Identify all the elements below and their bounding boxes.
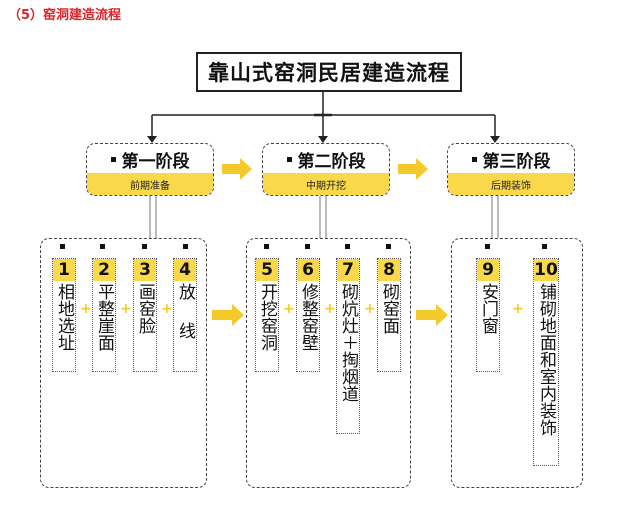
step-2: 2 平整崖面 xyxy=(92,258,116,372)
stage-box-2: 第二阶段 中期开挖 xyxy=(262,143,390,196)
step-number: 6 xyxy=(297,259,319,281)
stage-arrows xyxy=(212,158,448,326)
step-text: 画窑脸 xyxy=(135,283,155,334)
diagram-title: 靠山式窑洞民居建造流程 xyxy=(196,52,462,92)
step-4: 4 放线 xyxy=(173,258,197,372)
step-number: 1 xyxy=(53,259,75,281)
section-heading: （5）窑洞建造流程 xyxy=(8,8,122,23)
bullet-icon xyxy=(264,244,269,249)
plus-icon: + xyxy=(283,301,295,317)
step-number: 9 xyxy=(477,259,499,281)
bullet-icon xyxy=(485,244,490,249)
bullet-icon xyxy=(60,244,65,249)
step-number: 3 xyxy=(134,259,156,281)
bullet-icon xyxy=(386,244,391,249)
step-8: 8 砌窑面 xyxy=(377,258,401,372)
stage-box-1: 第一阶段 前期准备 xyxy=(86,143,214,196)
plus-icon: + xyxy=(512,301,524,317)
step-6: 6 修整窑壁 xyxy=(296,258,320,372)
step-text: 砌窑面 xyxy=(379,283,399,334)
bullet-icon xyxy=(100,244,105,249)
step-5: 5 开挖窑洞 xyxy=(255,258,279,372)
plus-icon: + xyxy=(80,301,92,317)
bullet-icon xyxy=(142,244,147,249)
group-stage-3 xyxy=(451,238,583,488)
bullet-icon xyxy=(110,156,116,162)
plus-icon: + xyxy=(324,301,336,317)
stage-subtitle: 前期准备 xyxy=(87,173,213,195)
step-10: 10 铺砌地面和室内装饰 xyxy=(533,258,559,466)
step-7: 7 砌炕灶＋掏烟道 xyxy=(336,258,360,434)
group-stage-2 xyxy=(246,238,411,488)
step-number: 2 xyxy=(93,259,115,281)
step-3: 3 画窑脸 xyxy=(133,258,157,372)
stage-subtitle: 后期装饰 xyxy=(448,173,574,195)
step-text: 铺砌地面和室内装饰 xyxy=(536,283,556,436)
step-9: 9 安门窗 xyxy=(476,258,500,372)
step-number: 4 xyxy=(174,259,196,281)
stage-box-3: 第三阶段 后期装饰 xyxy=(447,143,575,196)
stage-title: 第三阶段 xyxy=(482,151,551,172)
bullet-icon xyxy=(305,244,310,249)
step-text: 砌炕灶＋掏烟道 xyxy=(338,283,358,402)
step-1: 1 相地选址 xyxy=(52,258,76,372)
stage-title: 第二阶段 xyxy=(297,151,366,172)
stage-title: 第一阶段 xyxy=(121,151,190,172)
plus-icon: + xyxy=(161,301,173,317)
group-stage-1 xyxy=(40,238,207,488)
step-text: 安门窗 xyxy=(478,283,498,334)
step-number: 8 xyxy=(378,259,400,281)
step-text: 相地选址 xyxy=(54,283,74,351)
bullet-icon xyxy=(542,244,547,249)
step-number: 7 xyxy=(337,259,359,281)
plus-icon: + xyxy=(364,301,376,317)
bullet-icon xyxy=(183,244,188,249)
step-number: 10 xyxy=(534,259,558,281)
stage-subtitle: 中期开挖 xyxy=(263,173,389,195)
bullet-icon xyxy=(345,244,350,249)
step-text: 放线 xyxy=(175,283,195,361)
step-text: 修整窑壁 xyxy=(298,283,318,351)
step-number: 5 xyxy=(256,259,278,281)
plus-icon: + xyxy=(120,301,132,317)
step-text: 平整崖面 xyxy=(94,283,114,351)
step-text: 开挖窑洞 xyxy=(257,283,277,351)
bullet-icon xyxy=(471,156,477,162)
bullet-icon xyxy=(286,156,292,162)
